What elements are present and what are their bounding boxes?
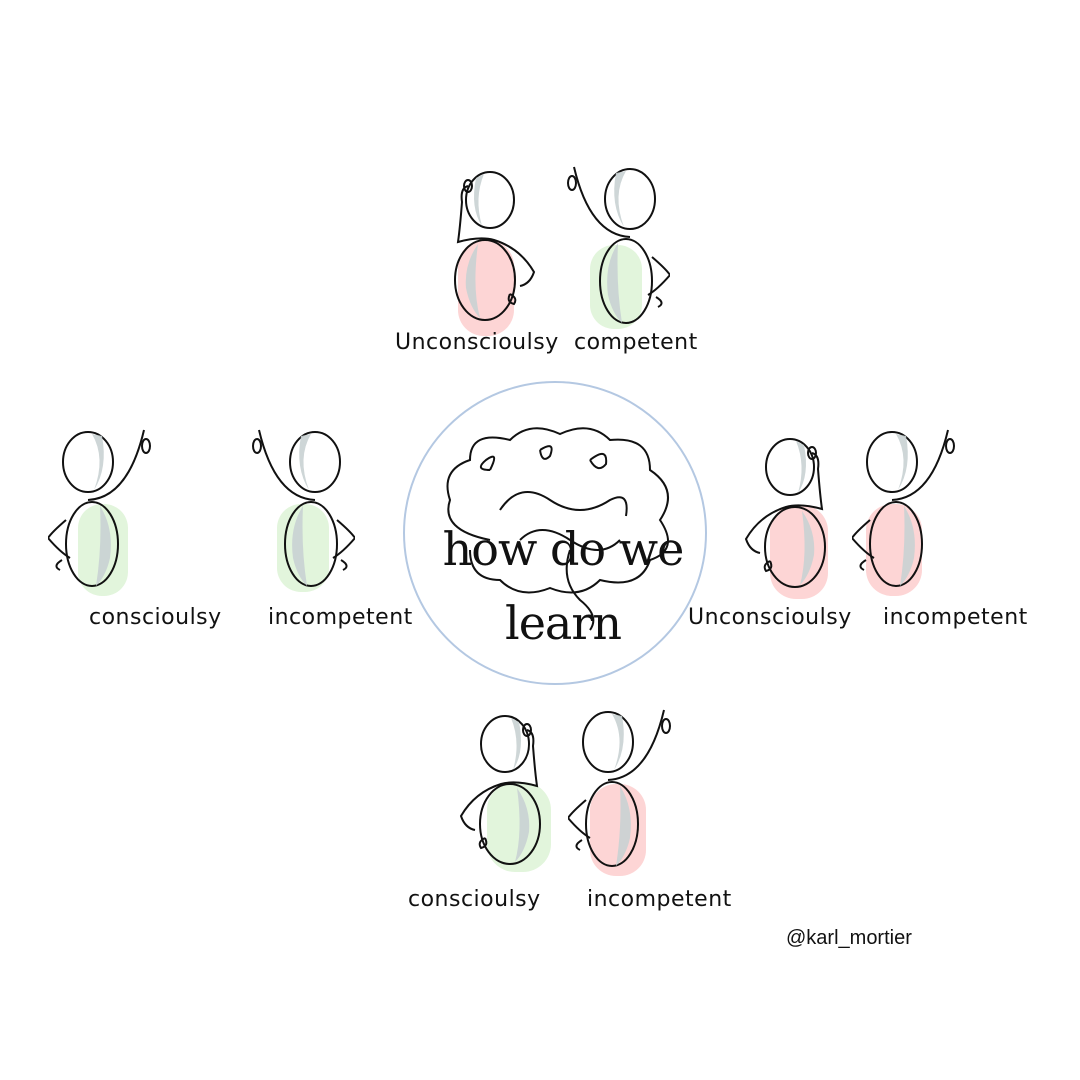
left-right-label: incompetent (268, 605, 413, 630)
title-line-2: learn (505, 596, 622, 650)
bottom-right-figure (567, 708, 708, 882)
top-left-label: Unconscioulsy (395, 330, 559, 355)
center-circle (403, 381, 707, 685)
bottom-left-label: conscioulsy (408, 887, 541, 912)
right-left-figure (740, 435, 850, 609)
right-right-label: incompetent (883, 605, 1028, 630)
bottom-right-label: incompetent (587, 887, 732, 912)
author-credit: @karl_mortier (786, 927, 912, 949)
title-line-1: how do we (442, 522, 685, 576)
diagram-title: how do we learn (403, 512, 723, 660)
top-left-figure (430, 168, 540, 342)
bottom-left-figure (455, 712, 565, 881)
right-left-label: Unconscioulsy (688, 605, 852, 630)
top-right-figure (530, 165, 671, 339)
left-left-figure (47, 428, 188, 602)
left-right-figure (215, 428, 356, 602)
brain-icon (446, 427, 669, 631)
top-right-label: competent (574, 330, 698, 355)
right-right-figure (851, 428, 992, 602)
left-left-label: conscioulsy (89, 605, 222, 630)
